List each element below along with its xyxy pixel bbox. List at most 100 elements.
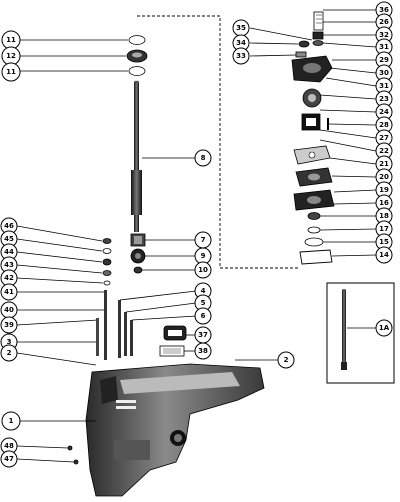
svg-text:29: 29 <box>379 56 389 64</box>
svg-text:30: 30 <box>379 69 389 77</box>
part-driveshaft-1a <box>341 289 347 370</box>
part-gasket-plate <box>159 345 185 357</box>
svg-text:15: 15 <box>379 238 389 246</box>
part-small-cap <box>102 238 112 244</box>
svg-text:17: 17 <box>379 225 389 233</box>
part-grommet-top <box>312 31 324 40</box>
part-stud-set <box>118 300 133 358</box>
svg-text:31: 31 <box>379 43 389 51</box>
part-seal-top <box>128 35 146 45</box>
callout-11-bottom: 11 <box>1 62 21 82</box>
part-screw <box>67 445 73 451</box>
svg-text:35: 35 <box>236 24 246 32</box>
svg-text:24: 24 <box>379 108 389 116</box>
svg-text:41: 41 <box>4 288 14 296</box>
callout-37: 37 <box>194 326 212 344</box>
svg-text:9: 9 <box>201 252 206 260</box>
callout-6: 6 <box>194 307 212 325</box>
callout-11-top: 11 <box>1 30 21 50</box>
part-grommet <box>163 325 187 341</box>
svg-text:11: 11 <box>6 68 16 76</box>
svg-text:34: 34 <box>236 39 246 47</box>
callout-26: 26 <box>375 13 393 31</box>
callout-1: 1 <box>1 411 21 431</box>
callout-32: 32 <box>375 26 393 44</box>
part-pump-body <box>291 55 333 83</box>
svg-text:21: 21 <box>379 160 389 168</box>
part-o-ring-large <box>304 237 324 247</box>
svg-text:23: 23 <box>379 95 389 103</box>
part-dowel-pin <box>96 318 99 356</box>
callout-41: 41 <box>0 283 18 301</box>
callout-2-right: 2 <box>277 351 295 369</box>
callout-39: 39 <box>0 316 18 334</box>
svg-text:46: 46 <box>4 222 14 230</box>
part-screw-2 <box>73 459 79 465</box>
callout-33: 33 <box>232 47 250 65</box>
part-driveshaft <box>131 80 142 232</box>
svg-text:7: 7 <box>201 236 206 244</box>
callout-12: 12 <box>1 46 21 66</box>
part-impeller-gasket <box>301 113 321 131</box>
callout-1a: 1A <box>375 319 393 337</box>
callout-35: 35 <box>232 19 250 37</box>
part-oil-seal <box>307 212 321 220</box>
svg-text:22: 22 <box>379 147 389 155</box>
part-stud <box>104 290 107 360</box>
callout-15: 15 <box>375 233 393 251</box>
svg-text:1: 1 <box>9 417 14 425</box>
callout-40: 40 <box>0 301 18 319</box>
part-grommet-pump <box>298 40 310 48</box>
svg-text:8: 8 <box>201 154 206 162</box>
callout-8: 8 <box>194 149 212 167</box>
part-nut <box>133 266 143 274</box>
svg-text:40: 40 <box>4 306 14 314</box>
part-seal-small <box>312 40 324 46</box>
svg-text:1A: 1A <box>379 324 390 332</box>
callout-29: 29 <box>375 51 393 69</box>
svg-text:5: 5 <box>201 299 206 307</box>
part-gasket-lower <box>295 167 333 187</box>
svg-text:33: 33 <box>236 52 246 60</box>
part-plate-small <box>295 51 307 58</box>
part-small-nut <box>102 258 112 266</box>
callout-2-left: 2 <box>0 344 18 362</box>
callout-38: 38 <box>194 342 212 360</box>
part-gear-housing <box>85 363 265 497</box>
svg-text:3: 3 <box>7 338 12 346</box>
svg-text:14: 14 <box>379 251 389 259</box>
callout-24: 24 <box>375 103 393 121</box>
part-small-washer-2 <box>102 270 112 276</box>
svg-text:31: 31 <box>379 82 389 90</box>
part-water-tube <box>313 11 324 31</box>
svg-text:42: 42 <box>4 274 14 282</box>
part-base-gasket <box>299 249 333 265</box>
svg-text:36: 36 <box>379 6 389 14</box>
svg-text:16: 16 <box>379 199 389 207</box>
svg-text:28: 28 <box>379 121 389 129</box>
callout-16: 16 <box>375 194 393 212</box>
part-small-ring <box>103 280 111 286</box>
svg-text:43: 43 <box>4 261 14 269</box>
svg-text:12: 12 <box>6 52 16 60</box>
part-small-washer <box>102 248 112 254</box>
part-o-ring <box>307 226 321 234</box>
svg-text:2: 2 <box>284 356 289 364</box>
dashed-connection-line <box>137 15 300 269</box>
part-face-plate <box>293 145 331 165</box>
svg-text:45: 45 <box>4 235 14 243</box>
callout-14: 14 <box>375 246 393 264</box>
svg-text:2: 2 <box>7 349 12 357</box>
svg-text:48: 48 <box>4 442 14 450</box>
svg-text:38: 38 <box>198 347 208 355</box>
svg-text:11: 11 <box>6 36 16 44</box>
part-key <box>327 118 329 130</box>
svg-text:20: 20 <box>379 173 389 181</box>
svg-text:44: 44 <box>4 248 14 256</box>
part-pinion-gear <box>130 248 146 264</box>
part-bearing-cup <box>130 233 146 247</box>
part-bearing <box>126 49 148 63</box>
svg-text:37: 37 <box>198 331 208 339</box>
callout-47: 47 <box>0 450 18 468</box>
